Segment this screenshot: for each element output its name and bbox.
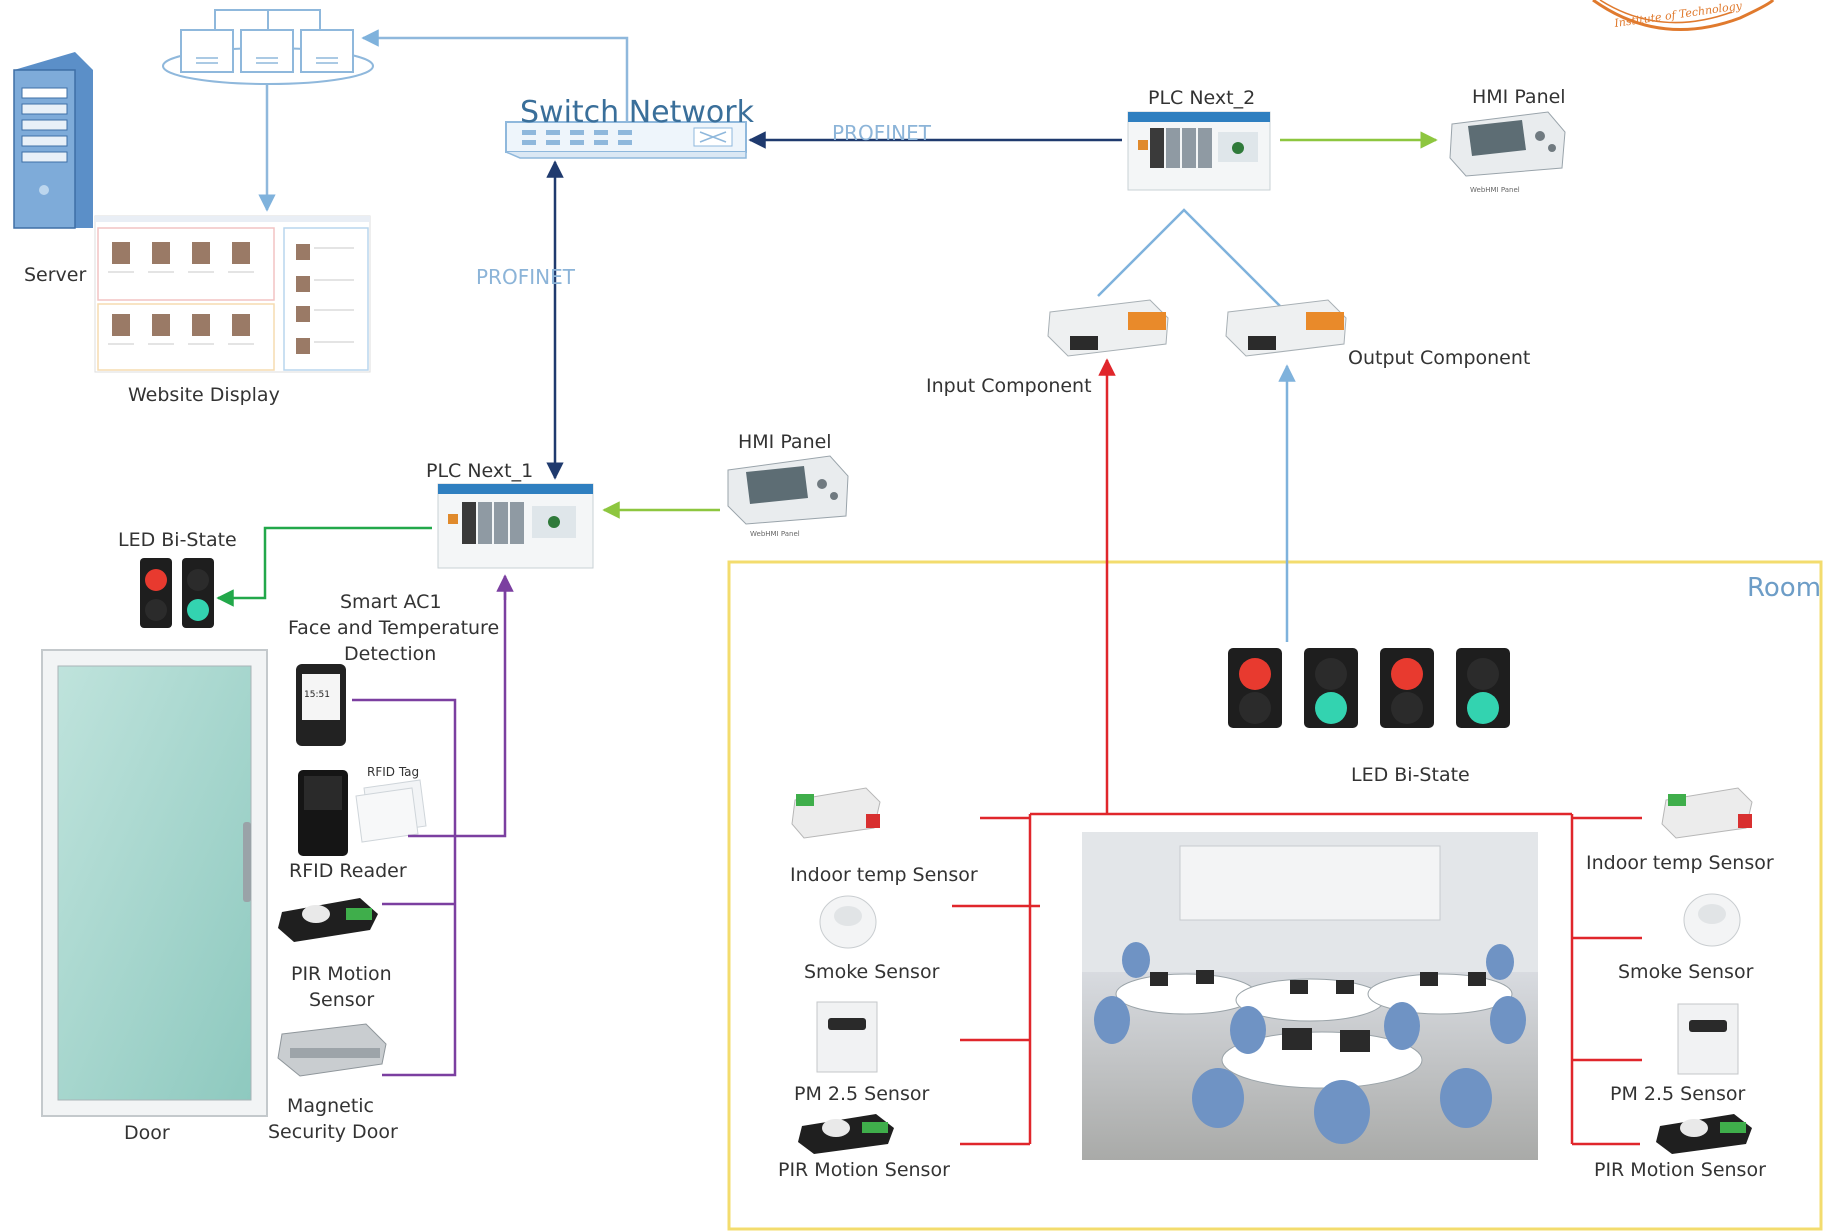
pir-sensor-icon [278,898,378,942]
classroom-photo [1082,832,1538,1160]
mag-label-1: Magnetic [287,1095,374,1117]
smoke-detector-icon [1683,893,1741,947]
plc-icon [1127,111,1271,191]
indoor-temp-right-label: Indoor temp Sensor [1586,852,1774,874]
switch-icon [505,121,747,159]
smoke-right-label: Smoke Sensor [1618,961,1754,983]
door-icon [41,649,268,1117]
profinet-vertical-label: PROFINET [476,265,576,289]
traffic-light-icon [1228,648,1510,728]
plc-next-2-label: PLC Next_2 [1148,87,1255,109]
pir-sensor-icon [798,1114,894,1154]
pm25-left-label: PM 2.5 Sensor [794,1083,929,1105]
led-bi-state-room-label: LED Bi-State [1351,764,1470,786]
pm25-sensor-icon [816,1001,878,1073]
sensor-bus [952,812,1642,1146]
indoor-temp-left-label: Indoor temp Sensor [790,864,978,886]
temp-sensor-icon [1661,787,1753,839]
rfid-tag-label: RFID Tag [367,765,419,779]
output-component-label: Output Component [1348,347,1530,369]
magnetic-lock-icon [277,1023,387,1077]
pir-left-label-1: PIR Motion [291,963,392,985]
server-label: Server [24,264,86,286]
website-display-label: Website Display [128,384,280,406]
face-terminal-icon: 15:51 [296,664,346,746]
hmi-icon [1449,111,1566,177]
door-label: Door [124,1122,170,1144]
smart-ac1-label-1: Smart AC1 [340,591,442,613]
plc1-to-led-arrow [216,526,432,607]
rfid-reader-label: RFID Reader [289,860,407,882]
led-bi-state-left-label: LED Bi-State [118,529,237,551]
io-module-icon [1047,299,1169,357]
hmi-panel-top-label: HMI Panel [1472,86,1566,108]
smart-ac1-label-2: Face and Temperature [288,617,499,639]
rfid-card-icon [355,779,427,843]
pm25-sensor-icon [1677,1003,1739,1075]
smoke-left-label: Smoke Sensor [804,961,940,983]
pir-left-label-2: Sensor [309,989,374,1011]
cloud-icon [162,9,374,85]
room-label: Room [1747,573,1821,603]
webhmi-left-caption: WebHMI Panel [750,530,800,538]
server-icon [13,52,93,229]
pm25-right-label: PM 2.5 Sensor [1610,1083,1745,1105]
hmi-panel-left-label: HMI Panel [738,431,832,453]
webhmi-top-caption: WebHMI Panel [1470,186,1520,194]
hmi-icon [727,455,849,525]
pir-room-right-label: PIR Motion Sensor [1594,1159,1766,1181]
io-module-icon [1225,299,1347,357]
plc-next-1-label: PLC Next_1 [426,460,533,482]
pir-sensor-icon [1656,1114,1752,1154]
rfid-reader-icon [298,770,348,856]
pir-room-left-label: PIR Motion Sensor [778,1159,950,1181]
access-control-bus [352,580,507,1077]
smart-ac1-label-3: Detection [344,643,436,665]
website-display-screenshot [94,215,371,373]
switch-network-label: Switch Network [520,95,755,130]
device-clock: 15:51 [304,690,330,700]
room-boundary [727,560,1823,1231]
smoke-detector-icon [819,895,877,949]
plc2-io-branch [1097,208,1281,307]
traffic-light-icon [140,558,214,628]
input-component-label: Input Component [926,375,1092,397]
switch-to-cloud-arrow [361,29,629,122]
profinet-top-label: PROFINET [832,121,932,145]
mag-label-2: Security Door [268,1121,398,1143]
plc-icon [437,483,594,569]
temp-sensor-icon [791,787,881,839]
logo-seal: Institute of Technology [1592,0,1775,32]
